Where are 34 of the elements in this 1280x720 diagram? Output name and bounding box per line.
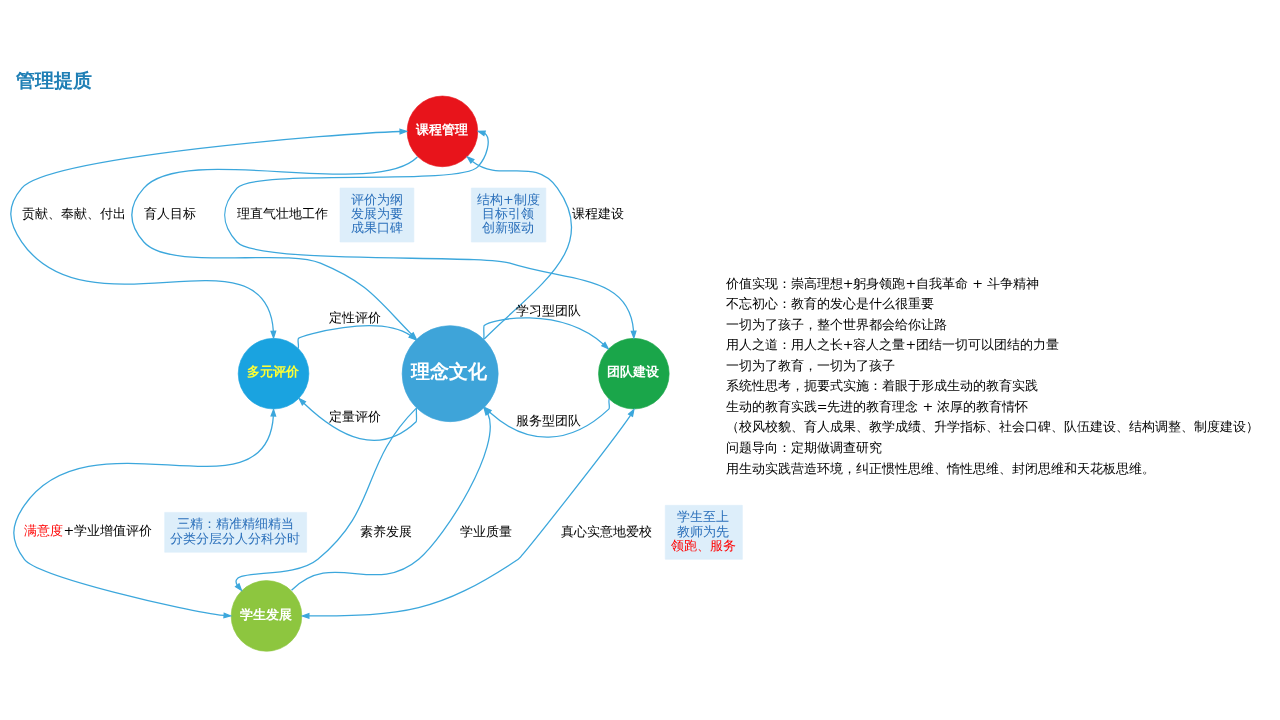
- label: 用生动实践营造环境，纠正惯性思维、惰性思维、封闭思维和天花板思维。: [725, 460, 1155, 476]
- edge-label: 课程建设: [571, 205, 624, 221]
- edge-label: 真心实意地爱校: [561, 523, 653, 539]
- label: 价值实现：崇高理想+躬身领跑+自我革命 + 斗争精神: [725, 275, 1040, 291]
- arrow: [297, 396, 418, 441]
- edge-label: 满意度+学业增值评价: [24, 522, 153, 538]
- edge-label: 贡献、奉献、付出: [21, 205, 126, 221]
- edge-label: 育人目标: [143, 205, 196, 221]
- label: （校风校貌、育人成果、教学成绩、升学指标、社会口碑、队伍建设、结构调整、制度建设）: [725, 418, 1259, 434]
- label: 一切为了孩子，整个世界都会给你让路: [725, 316, 947, 332]
- label: 生动的教育实践=先进的教育理念 + 浓厚的教育情怀: [725, 398, 1029, 414]
- label: 不忘初心：教育的发心是什么很重要: [725, 295, 934, 311]
- label: 一切为了教育，一切为了孩子: [725, 357, 895, 373]
- node-box: 评价为纲 发展为要 成果口碑: [339, 187, 415, 242]
- node-box: 结构+制度 目标引领 创新驱动: [471, 187, 547, 242]
- edge-label: 素养发展: [360, 523, 413, 539]
- diagram-title: 管理提质: [15, 68, 92, 92]
- node-box: 三精：精准精细精当 分类分层分人分科分时: [164, 511, 307, 553]
- arrow: [234, 407, 417, 592]
- node-circle: 理念文化: [401, 324, 499, 422]
- arrow: [13, 407, 277, 619]
- edge-label: 服务型团队: [515, 412, 581, 428]
- edge-label: 学业质量: [459, 523, 512, 539]
- edge-label: 学习型团队: [515, 302, 581, 318]
- edge-label: 理直气壮地工作: [236, 205, 328, 221]
- node-box: 学生至上 教师为先 领跑、服务: [664, 504, 743, 560]
- arrow: [482, 316, 610, 350]
- label: 用人之道：用人之长+容人之量+团结一切可以团结的力量: [725, 336, 1060, 352]
- edge-label: 定量评价: [328, 408, 381, 424]
- edge-label: 定性评价: [328, 309, 381, 325]
- label: 问题导向：定期做调查研究: [725, 439, 882, 455]
- arrow: [466, 155, 573, 340]
- arrow: [10, 127, 409, 340]
- label: 系统性思考，扼要式实施：着眼于形成生动的教育实践: [725, 377, 1038, 393]
